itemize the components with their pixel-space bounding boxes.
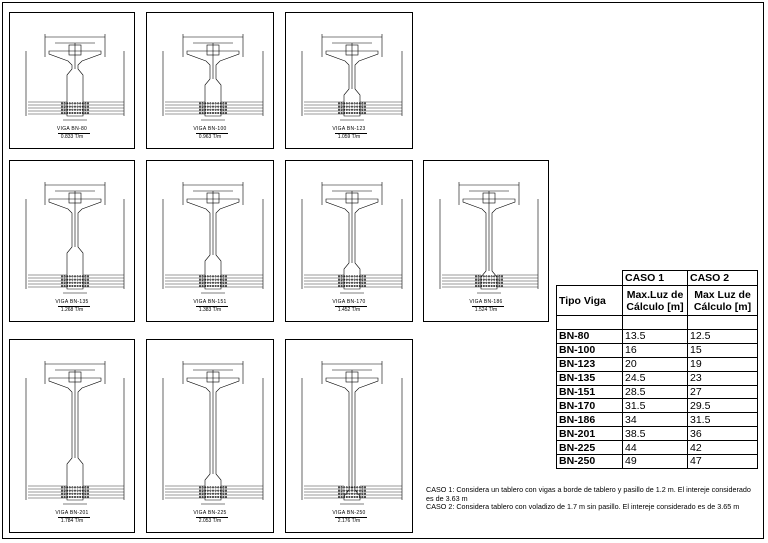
- cell-beam: BN-80: [556, 329, 623, 344]
- cell-case2: 29.5: [687, 398, 758, 414]
- beam-section-panel: VIGA BN-135 1.268 T/m: [9, 160, 135, 322]
- cell-case1: 16: [622, 342, 688, 358]
- cell-beam: BN-250: [556, 454, 623, 469]
- beam-section-panel: VIGA BN-186 1.524 T/m: [423, 160, 549, 322]
- section-weight: 1.452 T/m: [337, 307, 361, 313]
- cell-beam: BN-135: [556, 370, 623, 386]
- note-case1: CASO 1: Considera un tablero con vigas a…: [426, 485, 751, 503]
- cell-case2: 36: [687, 426, 758, 442]
- cell-beam: BN-123: [556, 356, 623, 372]
- section-name: VIGA BN-201: [55, 510, 89, 516]
- beam-cross-section-drawing: [25, 34, 125, 121]
- case-notes: CASO 1: Considera un tablero con vigas a…: [426, 485, 756, 512]
- beam-cross-section-drawing: [301, 182, 403, 294]
- max-span-table: CASO 1 CASO 2 Tipo Viga Max.Luz de Cálcu…: [556, 270, 758, 469]
- beam-section-panel: VIGA BN-123 1.059 T/m: [285, 12, 413, 149]
- cell-case2: 15: [687, 342, 758, 358]
- beam-cross-section-drawing: [162, 361, 264, 505]
- cell-case1: 13.5: [622, 329, 688, 344]
- cell-beam: BN-201: [556, 426, 623, 442]
- beam-section-panel: VIGA BN-100 0.963 T/m: [146, 12, 274, 149]
- cell-case1: 24.5: [622, 370, 688, 386]
- header-case1: CASO 1: [622, 270, 688, 286]
- cell-beam: BN-151: [556, 384, 623, 400]
- section-name: VIGA BN-100: [193, 126, 227, 132]
- cell-case1: 20: [622, 356, 688, 372]
- cell-case1: 34: [622, 412, 688, 428]
- cell-case1: 38.5: [622, 426, 688, 442]
- cell-beam: BN-225: [556, 440, 623, 456]
- cell-case1: 31.5: [622, 398, 688, 414]
- note-case2: CASO 2: Considera tablero con voladizo d…: [426, 502, 740, 512]
- cell-case1: 28.5: [622, 384, 688, 400]
- header-case2-span: Max Luz de Cálculo [m]: [687, 285, 758, 316]
- section-weight: 2.053 T/m: [198, 518, 222, 524]
- header-case1-span: Max.Luz de Cálculo [m]: [622, 285, 688, 316]
- beam-section-panel: VIGA BN-201 1.784 T/m: [9, 339, 135, 533]
- beam-cross-section-drawing: [301, 361, 403, 505]
- section-name: VIGA BN-123: [332, 126, 366, 132]
- cell-case2: 42: [687, 440, 758, 456]
- cell-beam: BN-100: [556, 342, 623, 358]
- header-case2: CASO 2: [687, 270, 758, 286]
- beam-section-panel: VIGA BN-151 1.383 T/m: [146, 160, 274, 322]
- section-weight: 0.963 T/m: [198, 134, 222, 140]
- beam-cross-section-drawing: [25, 182, 125, 294]
- section-weight: 1.059 T/m: [337, 134, 361, 140]
- cell-case2: 23: [687, 370, 758, 386]
- header-beam-type: Tipo Viga: [556, 285, 623, 316]
- section-weight: 1.383 T/m: [198, 307, 222, 313]
- section-name: VIGA BN-170: [332, 299, 366, 305]
- section-weight: 2.176 T/m: [337, 518, 361, 524]
- beam-section-panel: VIGA BN-80 0.833 T/m: [9, 12, 135, 149]
- section-name: VIGA BN-250: [332, 510, 366, 516]
- section-weight: 1.268 T/m: [60, 307, 84, 313]
- cell-case1: 44: [622, 440, 688, 456]
- cell-case2: 27: [687, 384, 758, 400]
- section-name: VIGA BN-80: [56, 126, 88, 132]
- section-weight: 1.524 T/m: [474, 307, 498, 313]
- beam-section-panel: VIGA BN-170 1.452 T/m: [285, 160, 413, 322]
- beam-cross-section-drawing: [25, 361, 125, 505]
- cell-case2: 19: [687, 356, 758, 372]
- section-name: VIGA BN-186: [469, 299, 503, 305]
- section-weight: 1.784 T/m: [60, 518, 84, 524]
- beam-cross-section-drawing: [301, 34, 403, 121]
- beam-section-panel: VIGA BN-250 2.176 T/m: [285, 339, 413, 533]
- section-weight: 0.833 T/m: [60, 134, 84, 140]
- section-name: VIGA BN-151: [193, 299, 227, 305]
- cell-beam: BN-170: [556, 398, 623, 414]
- beam-cross-section-drawing: [439, 182, 539, 294]
- beam-section-panel: VIGA BN-225 2.053 T/m: [146, 339, 274, 533]
- cell-beam: BN-186: [556, 412, 623, 428]
- cell-case2: 12.5: [687, 329, 758, 344]
- cell-case2: 31.5: [687, 412, 758, 428]
- section-name: VIGA BN-135: [55, 299, 89, 305]
- cell-case2: 47: [687, 454, 758, 469]
- beam-cross-section-drawing: [162, 34, 264, 121]
- cell-case1: 49: [622, 454, 688, 469]
- section-name: VIGA BN-225: [193, 510, 227, 516]
- beam-cross-section-drawing: [162, 182, 264, 294]
